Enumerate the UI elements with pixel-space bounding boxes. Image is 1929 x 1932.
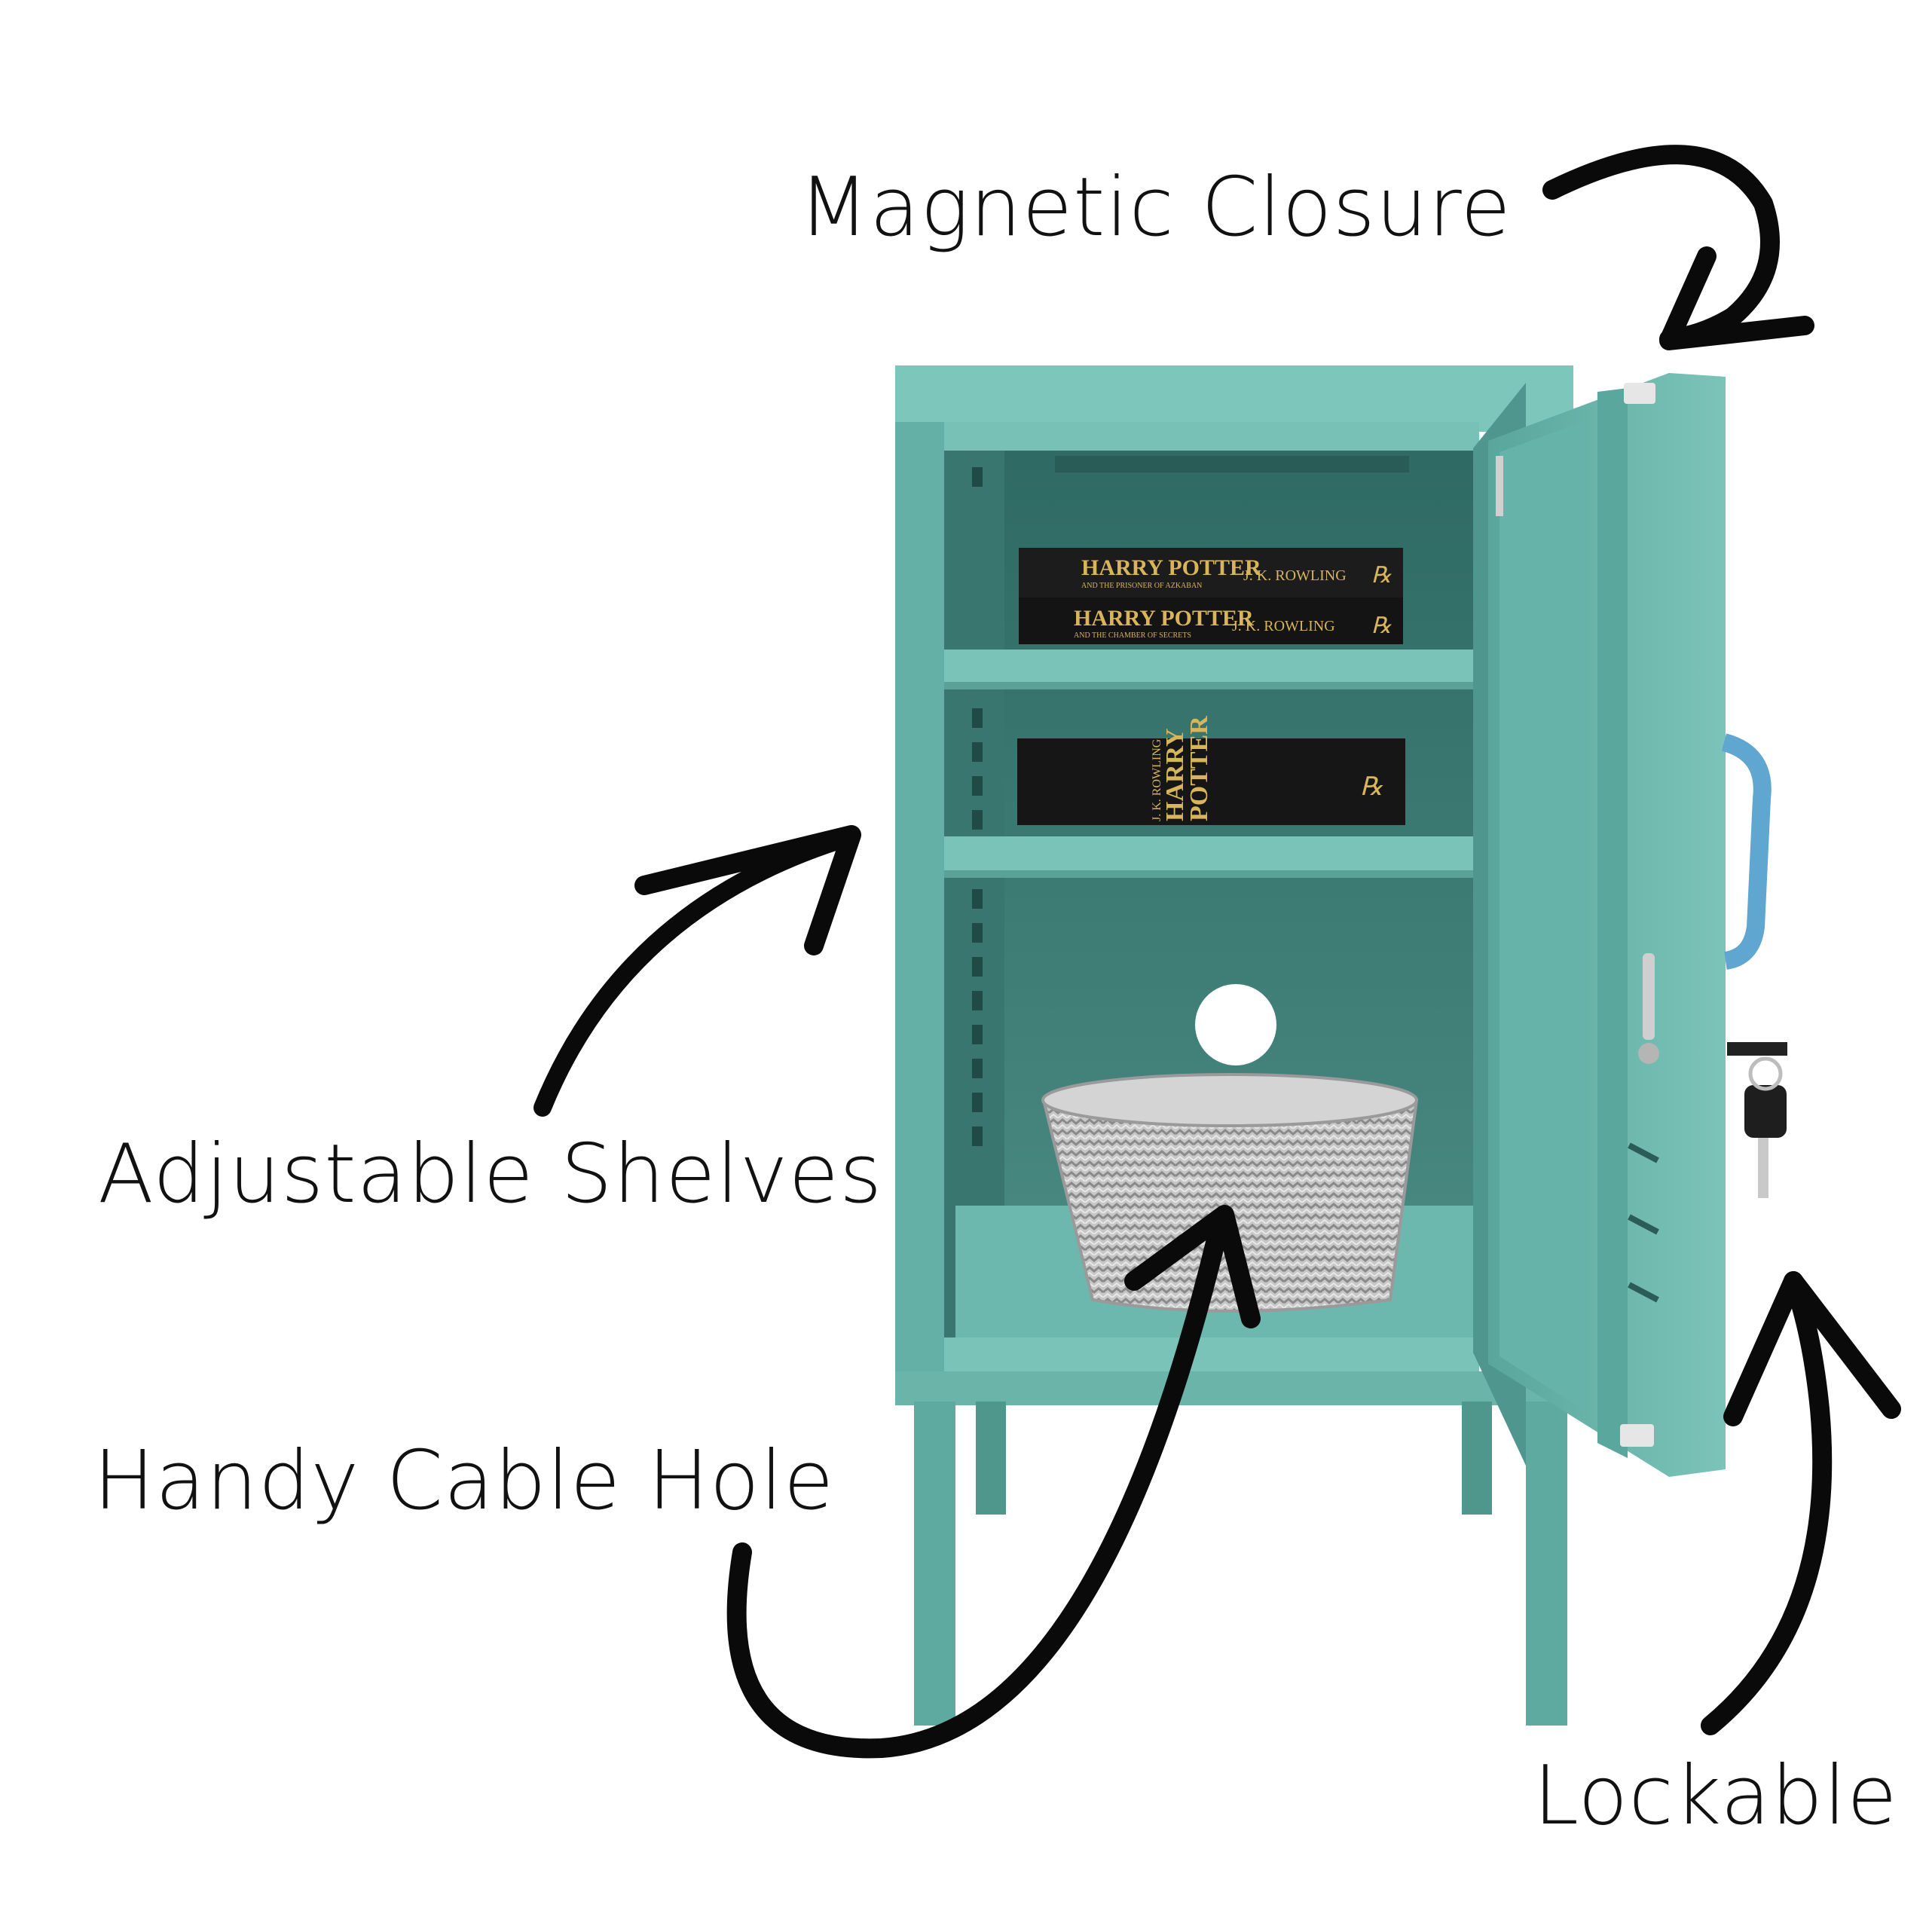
cabinet-top <box>895 365 1573 432</box>
lock-latch <box>1643 953 1655 1040</box>
shelf-upper <box>944 650 1479 687</box>
book-2-logo-icon: ℞ <box>1371 613 1392 638</box>
cabinet-door[interactable] <box>1473 373 1787 1477</box>
book-2-title: HARRY POTTER <box>1074 606 1254 631</box>
book-2 <box>1019 598 1403 644</box>
arrows <box>533 145 1901 1759</box>
callout-lockable: Lockable <box>1533 1749 1898 1843</box>
arrow-magnetic-closure <box>1542 145 1780 349</box>
door-handle[interactable] <box>1721 733 1772 970</box>
shelf-slots <box>972 467 983 1146</box>
book-1 <box>1019 548 1403 598</box>
leg-back-right <box>1462 1402 1492 1515</box>
arrow-cable-hole <box>726 1211 1230 1759</box>
shelf-middle <box>944 836 1479 876</box>
book-3-title-line2: POTTER <box>1185 716 1213 821</box>
book-1-title: HARRY POTTER <box>1081 555 1261 580</box>
door-vents <box>1628 1142 1659 1303</box>
leg-front-left <box>914 1402 955 1726</box>
book-2-author: J. K. ROWLING <box>1232 618 1335 634</box>
book-3 <box>1017 738 1405 825</box>
book-3-logo-icon: ℞ <box>1360 773 1383 801</box>
book-3-author: J. K. ROWLING <box>1151 738 1163 821</box>
leg-back-left <box>976 1402 1006 1515</box>
books: ℞ ℞ ℞ <box>1017 548 1405 825</box>
cabinet-left-side <box>895 422 944 1405</box>
book-1-author: J. K. ROWLING <box>1243 567 1347 584</box>
book-1-logo-icon: ℞ <box>1371 563 1392 588</box>
callout-cable-hole: Handy Cable Hole <box>93 1434 835 1528</box>
book-spines: HARRY POTTER AND THE PRISONER OF AZKABAN… <box>1074 555 1347 821</box>
magnet-icon <box>1624 383 1655 404</box>
callout-adjustable-shelves: Adjustable Shelves <box>98 1127 883 1221</box>
hinge-top <box>1496 456 1503 516</box>
book-1-subtitle: AND THE PRISONER OF AZKABAN <box>1081 582 1202 590</box>
book-3-title-line1: HARRY <box>1161 729 1189 821</box>
basket <box>1041 1073 1419 1313</box>
key-icon[interactable] <box>1727 1042 1787 1198</box>
arrow-lockable <box>1701 1271 1833 1735</box>
magnet-bottom-icon <box>1620 1424 1654 1447</box>
leg-front-right <box>1526 1402 1567 1726</box>
callout-magnetic-closure: Magnetic Closure <box>799 160 1512 255</box>
book-2-subtitle: AND THE CHAMBER OF SECRETS <box>1074 631 1191 640</box>
cable-hole <box>1195 984 1276 1065</box>
